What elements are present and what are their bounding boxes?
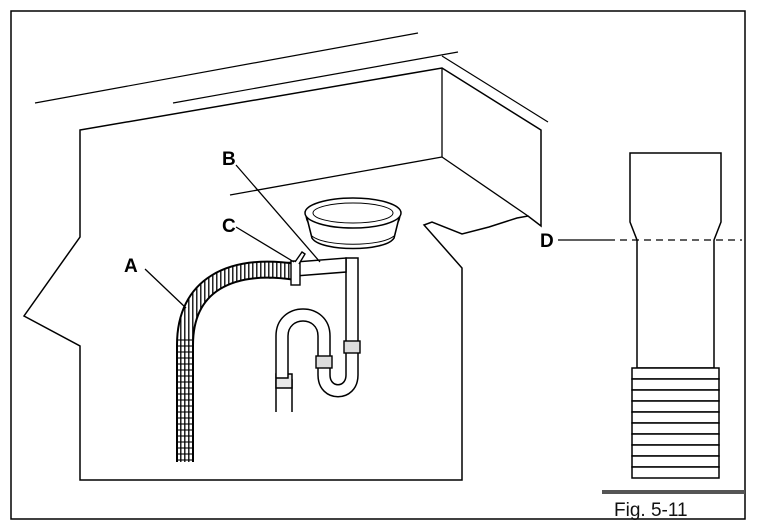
drain-hose-ribs bbox=[178, 339, 192, 461]
drain-hose-fill bbox=[178, 262, 298, 462]
ceiling-lines bbox=[34, 32, 549, 123]
callout-leaders bbox=[144, 164, 608, 309]
countertop-underside bbox=[229, 68, 529, 217]
label-d: D bbox=[540, 231, 554, 252]
label-a: A bbox=[124, 256, 138, 277]
label-b: B bbox=[222, 149, 236, 170]
label-c: C bbox=[222, 216, 236, 237]
trap-nut-right bbox=[343, 340, 361, 354]
p-trap bbox=[275, 257, 359, 398]
caption-bar bbox=[602, 490, 745, 494]
figure-caption: Fig. 5-11 bbox=[614, 500, 688, 521]
figure-frame bbox=[10, 10, 746, 520]
wall-drain-pipe bbox=[275, 373, 293, 412]
sink-basin bbox=[304, 197, 402, 250]
trap-nut-left bbox=[315, 355, 333, 369]
hose-clamp bbox=[290, 251, 306, 286]
hose-end-detail bbox=[629, 152, 722, 479]
